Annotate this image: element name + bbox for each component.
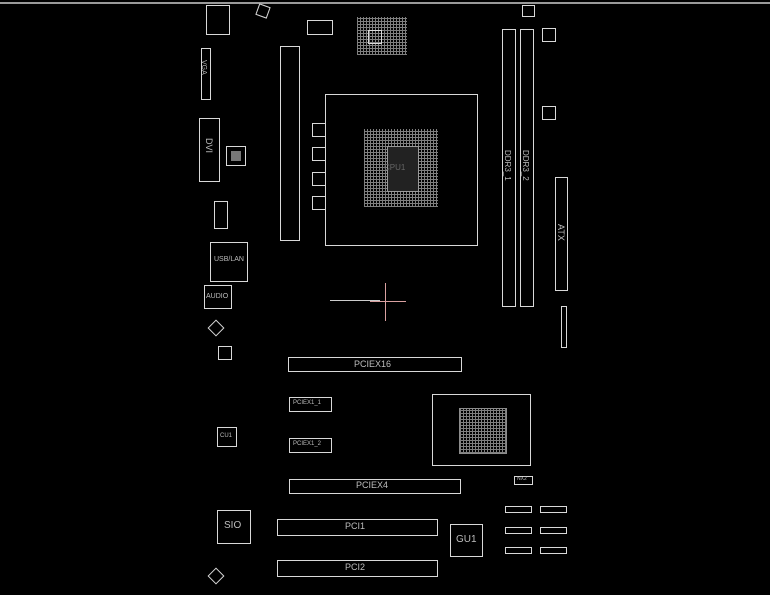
nx2-component: [514, 476, 533, 485]
pci2-label: PCI2: [345, 562, 366, 572]
cu1-chip[interactable]: [217, 427, 237, 447]
atx-connector[interactable]: [555, 177, 568, 291]
ddr3-2-label: DDR3_2: [521, 150, 530, 181]
chip-near-dvi: [226, 146, 246, 166]
cpu-center-die: [387, 146, 419, 192]
pciex1-1-slot[interactable]: [289, 397, 332, 412]
sio-chip[interactable]: [217, 510, 251, 544]
pciex1-1-label: PCIEX1_1: [293, 400, 322, 406]
chipset-bga[interactable]: [459, 408, 507, 454]
ddr3-1-label: DDR3_1: [503, 150, 512, 181]
left-chip-1: [218, 346, 232, 360]
jumper-2: [540, 506, 567, 513]
jumper-6: [540, 547, 567, 554]
pciex4-slot[interactable]: [289, 479, 461, 494]
top-left-header: [206, 5, 230, 35]
pciex1-2-label: PCIEX1_2: [293, 441, 322, 447]
vrm-choke-3: [312, 172, 326, 186]
top-right-chip: [522, 5, 535, 17]
pciex1-2-slot[interactable]: [289, 438, 332, 453]
io-shield-strip: [280, 46, 300, 241]
cu1-label: CU1: [220, 433, 233, 439]
clock-gen-pads: [357, 17, 407, 55]
pciex16-slot[interactable]: [288, 357, 462, 372]
jumper-1: [505, 506, 532, 513]
right-component-2: [542, 106, 556, 120]
dvi-label: DVI: [204, 138, 214, 154]
clock-gen-chip: [368, 30, 382, 44]
pci1-slot[interactable]: [277, 519, 438, 536]
pciex16-label: PCIEX16: [354, 359, 392, 369]
dvi-connector[interactable]: [199, 118, 220, 182]
chipset-outline: [432, 394, 531, 466]
ddr3-slot-1[interactable]: [502, 29, 516, 307]
sio-label: SIO: [224, 520, 242, 531]
gu1-label: GU1: [456, 534, 477, 545]
small-header: [214, 201, 228, 229]
audio-connector[interactable]: [204, 285, 232, 309]
vrm-choke-1: [312, 123, 326, 137]
vrm-choke-2: [312, 147, 326, 161]
gu1-chip[interactable]: [450, 524, 483, 557]
right-header-strip: [561, 306, 567, 348]
vga-label: VGA: [200, 60, 207, 75]
trace-line: [330, 300, 380, 301]
audio-label: AUDIO: [206, 293, 229, 300]
jumper-3: [505, 527, 532, 534]
vrm-choke-4: [312, 196, 326, 210]
cpu-socket[interactable]: [325, 94, 478, 246]
usb-lan-chip[interactable]: [210, 242, 248, 282]
header-top: [307, 20, 333, 35]
vga-connector[interactable]: [201, 48, 211, 100]
pciex4-label: PCIEX4: [356, 480, 389, 490]
right-component-1: [542, 28, 556, 42]
cursor-crosshair-h: [370, 301, 406, 302]
ddr3-slot-2[interactable]: [520, 29, 534, 307]
jumper-4: [540, 527, 567, 534]
nx2-label: NX2: [517, 476, 527, 482]
jumper-5: [505, 547, 532, 554]
viewer-top-border: [0, 2, 770, 4]
pci1-label: PCI1: [345, 521, 366, 531]
cursor-crosshair-v: [385, 283, 386, 321]
atx-label: ATX: [556, 224, 566, 241]
pci2-slot[interactable]: [277, 560, 438, 577]
usb-lan-label: USB/LAN: [214, 256, 244, 263]
cpu-label: CPU1: [384, 163, 406, 172]
